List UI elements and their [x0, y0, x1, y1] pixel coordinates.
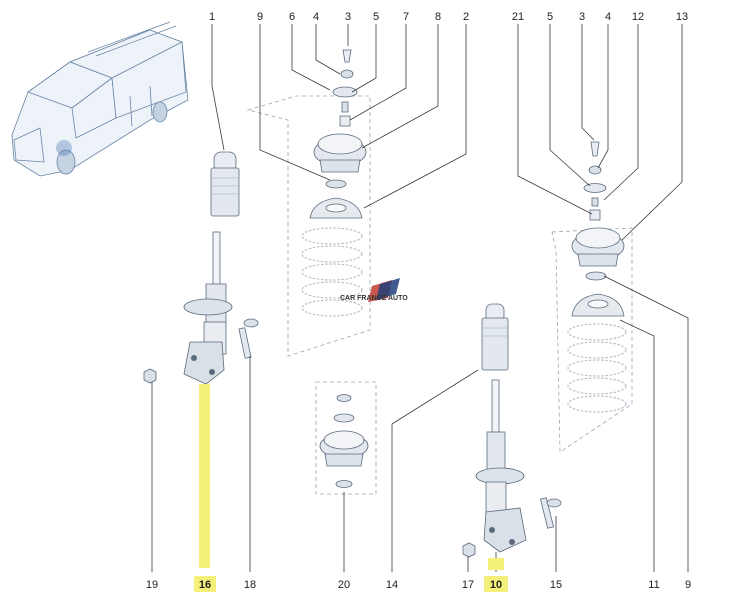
callout-5-center: 5: [373, 11, 379, 23]
callout-6: 6: [289, 11, 295, 23]
callout-8: 8: [435, 11, 441, 23]
watermark: CAR FRANCE AUTO: [340, 278, 408, 302]
callout-4-center: 4: [313, 11, 319, 23]
coil-spring-right: [567, 323, 627, 413]
callout-2: 2: [463, 11, 469, 23]
callout-7: 7: [403, 11, 409, 23]
callout-3-center: 3: [345, 11, 351, 23]
watermark-text: CAR FRANCE AUTO: [340, 295, 408, 302]
callout-9-top: 9: [257, 11, 263, 23]
callout-13: 13: [676, 11, 688, 23]
top-mount-stack-center: [309, 49, 367, 219]
callout-21: 21: [512, 11, 524, 23]
callout-20: 20: [338, 579, 350, 591]
bolt-15: [539, 497, 562, 529]
callout-14: 14: [386, 579, 398, 591]
nut-19: [143, 368, 157, 384]
callout-12: 12: [632, 11, 644, 23]
callout-16: 16: [199, 579, 211, 591]
nut-17: [462, 542, 476, 558]
callout-18: 18: [244, 579, 256, 591]
callout-numbers: 1 9 6 4 3 5 7 8 2 21 5 3 4 12 13 19 16 1…: [146, 11, 691, 591]
top-mount-stack-right: [571, 141, 625, 317]
callout-1: 1: [209, 11, 215, 23]
callout-3-right: 3: [579, 11, 585, 23]
callout-17: 17: [462, 579, 474, 591]
callout-9-bottom: 9: [685, 579, 691, 591]
bolt-18: [238, 318, 259, 359]
coil-spring-center: [301, 227, 363, 317]
callout-5-right: 5: [547, 11, 553, 23]
callout-4-right: 4: [605, 11, 611, 23]
callout-19: 19: [146, 579, 158, 591]
van-illustration: [11, 21, 189, 177]
assembly-outlines: [246, 95, 633, 495]
mount-kit-20: [319, 394, 369, 488]
strut-assembly-right: [475, 303, 527, 553]
callout-15: 15: [550, 579, 562, 591]
highlights: [194, 384, 508, 592]
leader-lines: [151, 24, 689, 572]
strut-assembly-left: [183, 151, 240, 385]
callout-11: 11: [648, 579, 659, 591]
callout-10: 10: [490, 579, 502, 591]
